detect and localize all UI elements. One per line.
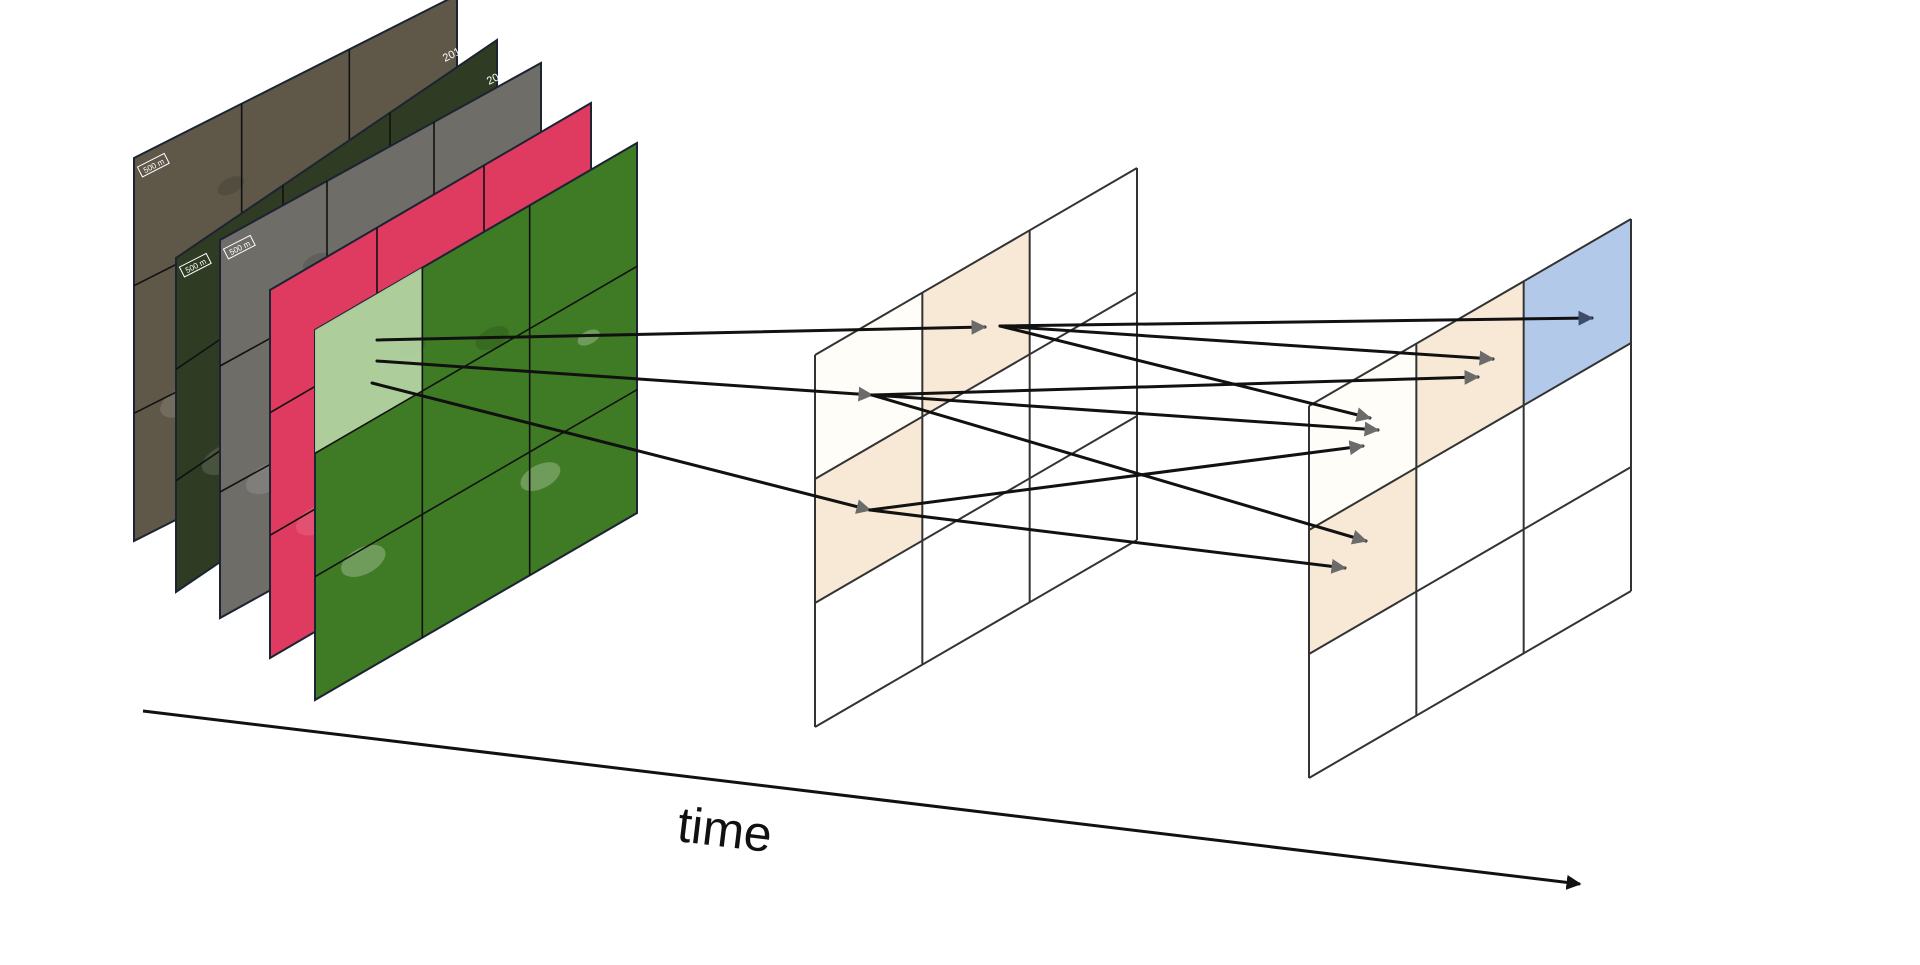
connection-arrow: [370, 381, 872, 514]
layer-5: [314, 141, 638, 702]
connection-arrow: [998, 310, 1594, 328]
scale-bar: [222, 234, 256, 260]
feature-cell-pale: [1309, 343, 1417, 530]
grid-line: [1308, 218, 1632, 407]
terrain-patch: [217, 176, 245, 196]
connection-arrow: [870, 393, 1368, 545]
grid-line: [814, 539, 1138, 728]
connection-arrow: [870, 393, 1380, 437]
connection-arrow: [998, 324, 1372, 423]
time-axis-line: [142, 709, 1582, 890]
terrain-patch: [341, 544, 386, 577]
output-feature-grid: [1308, 218, 1632, 779]
grid-line: [314, 265, 638, 455]
connection-arrow: [868, 508, 1347, 574]
feature-cell-pale: [815, 292, 923, 479]
grid-line: [1308, 590, 1632, 779]
time-axis: time: [142, 709, 1582, 890]
connection-arrow: [868, 440, 1365, 512]
feature-cell-highlight: [1309, 467, 1417, 654]
scale-bar: [178, 252, 212, 278]
terrain-patch: [577, 329, 600, 346]
grid-line: [814, 415, 1138, 604]
feature-cell-highlight: [922, 230, 1030, 417]
output-target-cell: [1523, 219, 1631, 406]
connection-arrow: [870, 369, 1480, 397]
grid-line: [814, 291, 1138, 480]
receptive-field-cell: [315, 267, 423, 454]
grid-line: [814, 167, 1138, 356]
time-axis-label: time: [675, 796, 775, 863]
connection-arrow: [998, 324, 1495, 366]
hidden-feature-grid: [814, 167, 1138, 728]
connection-arrow: [375, 359, 874, 402]
scale-bar: [136, 152, 170, 178]
grid-line: [314, 388, 638, 578]
grid-line: [1308, 466, 1632, 655]
connection-arrow: [375, 319, 987, 342]
feature-cell-highlight: [1416, 281, 1524, 468]
connection-arrows: [370, 310, 1594, 574]
grid-line: [1308, 342, 1632, 531]
